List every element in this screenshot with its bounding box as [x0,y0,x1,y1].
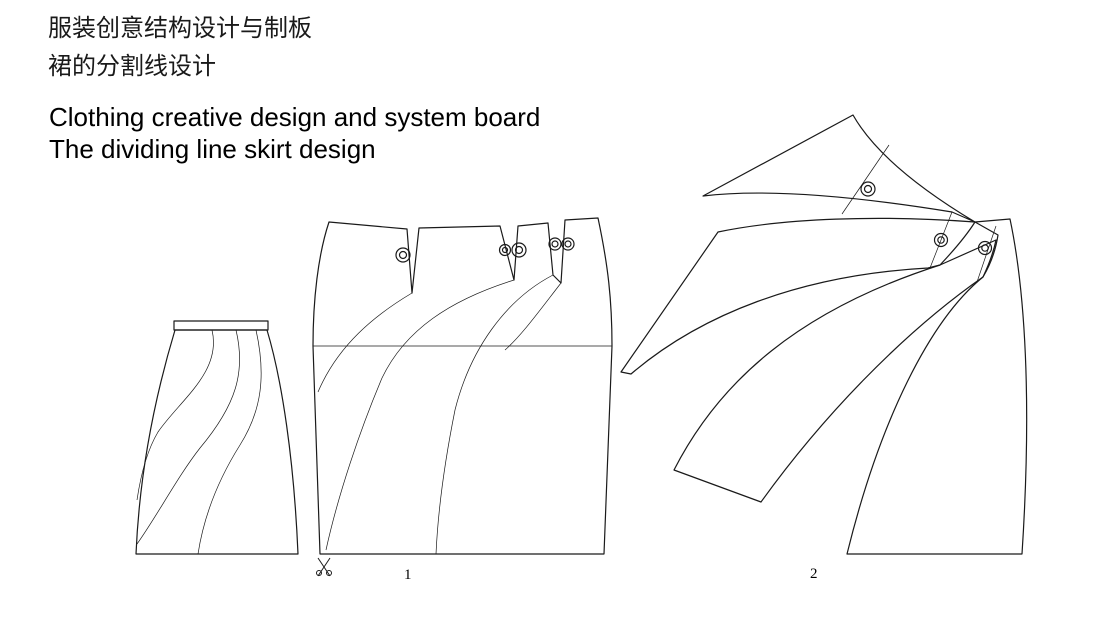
pattern-1-dividing-lines [317,274,562,555]
pattern-1-label: 1 [404,567,412,583]
skirt-sketch [135,320,299,555]
pattern-2-middle-piece [673,239,997,503]
pattern-2-label: 2 [810,566,818,582]
title-en-line2: The dividing line skirt design [49,134,376,164]
pattern-2-dividing-lines [841,144,997,283]
notch-mark-icon [860,181,993,256]
notch-mark-icon [395,237,575,263]
pattern-2-left-wing [620,217,976,375]
scissors-icon [316,557,332,577]
title-en-line1: Clothing creative design and system boar… [49,102,541,132]
skirt-sketch-waistband [173,320,269,331]
pattern-2-top-piece [702,114,976,223]
pattern-2 [620,114,1028,555]
pattern-1-outline [312,217,613,555]
pattern-2-right-piece [846,218,1028,555]
title-zh-line2: 裙的分割线设计 [48,52,216,80]
title-zh-line1: 服装创意结构设计与制板 [48,14,312,42]
pattern-1 [312,217,613,577]
skirt-sketch-outline [135,329,299,555]
skirt-sketch-dividing-lines [136,329,262,555]
